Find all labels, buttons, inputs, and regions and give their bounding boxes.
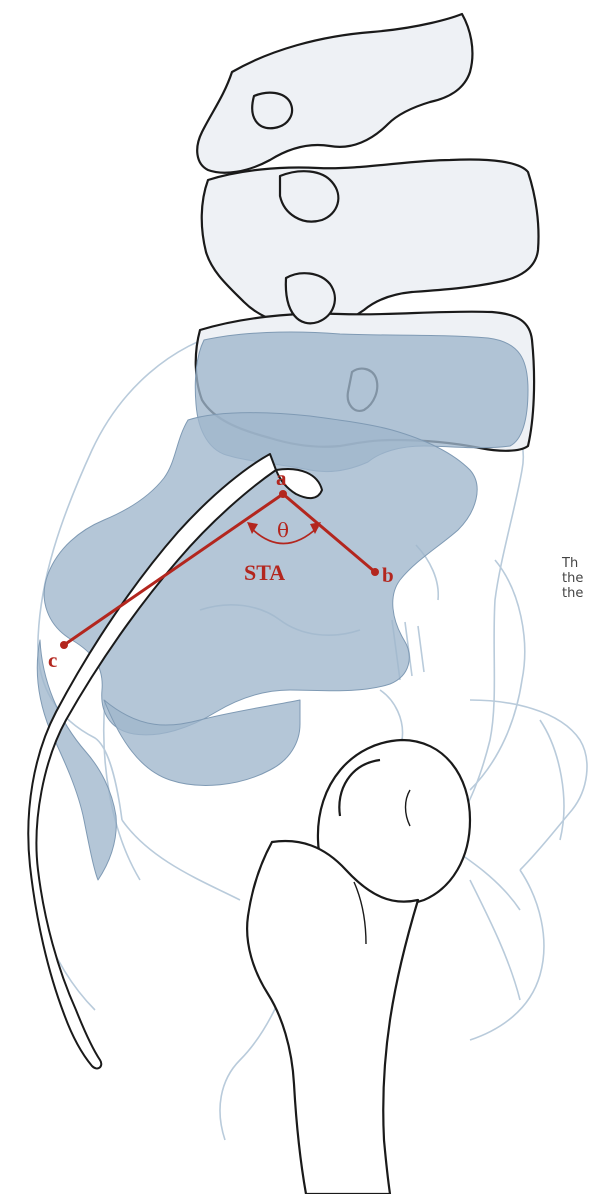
vertebra-l4 (202, 160, 539, 327)
point-b-dot (371, 568, 379, 576)
point-a-dot (279, 490, 287, 498)
point-c-label: c (48, 648, 57, 672)
side-caption-line-2: the (562, 571, 583, 586)
angle-theta-label: θ (277, 518, 289, 542)
side-caption: Th the the (561, 556, 583, 601)
sta-label: STA (244, 560, 285, 585)
vertebra-l5-process (286, 273, 335, 323)
femur (247, 740, 470, 1194)
point-a-label: a (276, 466, 287, 490)
side-caption-line-3: the (562, 586, 583, 601)
vertebra-l3 (197, 14, 472, 173)
point-c-dot (60, 641, 68, 649)
vertebra-l3-pedicle (252, 93, 292, 129)
point-b-label: b (382, 563, 394, 587)
side-caption-line-1: Th (561, 556, 578, 571)
